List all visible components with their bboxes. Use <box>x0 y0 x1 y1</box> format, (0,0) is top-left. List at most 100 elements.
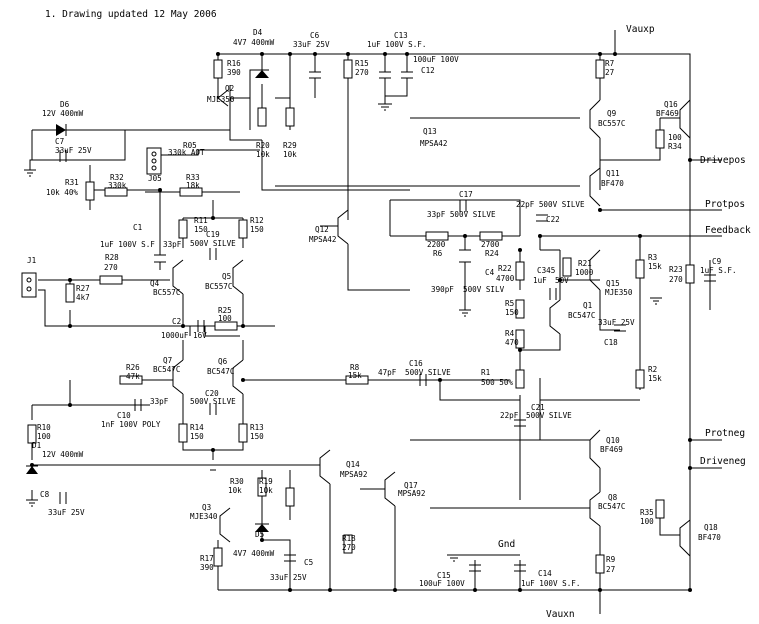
r31-name: R31 <box>65 178 79 187</box>
r32-name: R32 <box>110 173 124 182</box>
c20-value1: 33pF <box>150 397 169 406</box>
c15-value: 100uF 100V <box>419 579 465 588</box>
q12-name: Q12 <box>315 225 329 234</box>
c4-value1: 390pF <box>431 285 454 294</box>
r22-value: 4700 <box>496 274 515 283</box>
c16-name: C16 <box>409 359 423 368</box>
q1-name: Q1 <box>583 301 593 310</box>
q11-name: Q11 <box>606 169 620 178</box>
q15-type: MJE350 <box>605 288 633 297</box>
r17-value: 390 <box>200 563 214 572</box>
r30-value: 10k <box>228 486 242 495</box>
q7-name: Q7 <box>163 356 172 365</box>
r26-value: 47k <box>126 372 140 381</box>
resistor-bodies <box>27 59 695 574</box>
c10-name: C10 <box>117 411 131 420</box>
c20-name: C20 <box>205 389 219 398</box>
r5-value: 150 <box>505 308 519 317</box>
r14-name: R14 <box>190 423 204 432</box>
r7-name: R7 <box>605 59 614 68</box>
c345-name: C345 <box>537 266 555 275</box>
q4-type: BC557C <box>153 288 180 297</box>
r21-value: 1000 <box>575 268 594 277</box>
q2-type: MJE350 <box>207 95 235 104</box>
r33-value: 18k <box>186 181 200 190</box>
r15-value: 270 <box>355 68 369 77</box>
r1-name: R1 <box>481 368 491 377</box>
c21-value1: 22pF <box>500 411 519 420</box>
r11-name: R11 <box>194 216 208 225</box>
r23-name: R23 <box>669 265 683 274</box>
r32-value: 330k <box>108 181 127 190</box>
c4-name: C4 <box>485 268 495 277</box>
q9-type: BC557C <box>598 119 625 128</box>
r9-value: 27 <box>606 565 615 574</box>
d6-name: D6 <box>60 100 70 109</box>
c14-value: 1uF 100V S.F. <box>521 579 580 588</box>
d4-name: D4 <box>253 28 263 37</box>
c2-value: 1000uF 16V <box>161 331 207 340</box>
r35-name: R35 <box>640 508 654 517</box>
q8-name: Q8 <box>608 493 618 502</box>
net-driveneg: Driveneg <box>700 456 746 467</box>
c8-value: 33uF 25V <box>48 508 85 517</box>
junction-dots <box>30 52 692 592</box>
q6-type: BC547C <box>207 367 234 376</box>
c16-value2: 500V SILVE <box>405 368 451 377</box>
r19-value: 10k <box>259 486 273 495</box>
r18-value: 270 <box>342 543 356 552</box>
q10-type: BF469 <box>600 445 623 454</box>
r30-name: R30 <box>230 477 244 486</box>
q14-type: MPSA92 <box>340 470 367 479</box>
q18-type: BF470 <box>698 533 721 542</box>
r13-value: 150 <box>250 432 264 441</box>
net-vauxp: Vauxp <box>626 24 655 35</box>
q3-name: Q3 <box>202 503 211 512</box>
d6-value: 12V 400mW <box>42 109 84 118</box>
r1-value: 500 50% <box>481 378 513 387</box>
r6-value: 2200 <box>427 240 446 249</box>
c8-name: C8 <box>40 490 50 499</box>
q14-name: Q14 <box>346 460 360 469</box>
c17-value: 33pF 500V SILVE <box>427 210 496 219</box>
diode-symbols <box>26 69 269 532</box>
r29-name: R29 <box>283 141 297 150</box>
r27-value: 4k7 <box>76 293 90 302</box>
r18-name: R18 <box>342 534 356 543</box>
r11-value: 150 <box>194 225 208 234</box>
c19-value1: 33pF <box>163 240 182 249</box>
r10-value: 100 <box>37 432 51 441</box>
r25-value: 100 <box>218 314 232 323</box>
net-drivepos: Drivepos <box>700 155 746 166</box>
r24-name: R24 <box>485 249 499 258</box>
r25-name: R25 <box>218 306 232 315</box>
r4-name: R4 <box>505 329 515 338</box>
c9-name: C9 <box>712 257 722 266</box>
r20-name: R20 <box>256 141 270 150</box>
r2-name: R2 <box>648 365 657 374</box>
c22-name: C22 <box>546 215 560 224</box>
c18-value: 33uF 25V <box>598 318 635 327</box>
r16-value: 390 <box>227 68 241 77</box>
r22-name: R22 <box>498 264 512 273</box>
d1-name: D1 <box>32 441 42 450</box>
r28-name: R28 <box>105 253 119 262</box>
r24-value: 2700 <box>481 240 500 249</box>
c7-value: 33uF 25V <box>55 146 92 155</box>
r34-value: 100 <box>668 133 682 142</box>
net-labels: Vauxp Vauxn Drivepos Protpos Feedback Pr… <box>27 24 751 620</box>
r12-name: R12 <box>250 216 264 225</box>
c1-name: C1 <box>133 223 143 232</box>
q1-type: BC547C <box>568 311 595 320</box>
r29-value: 10k <box>283 150 297 159</box>
d5-value: 4V7 400mW <box>233 549 275 558</box>
q6-name: Q6 <box>218 357 228 366</box>
q17-name: Q17 <box>404 481 418 490</box>
c12-name: C12 <box>421 66 435 75</box>
capacitor-plates <box>59 71 716 572</box>
r23-value: 270 <box>669 275 683 284</box>
r5-name: R5 <box>505 299 514 308</box>
c13-value: 1uF 100V S.F. <box>367 40 426 49</box>
q4-name: Q4 <box>150 279 160 288</box>
